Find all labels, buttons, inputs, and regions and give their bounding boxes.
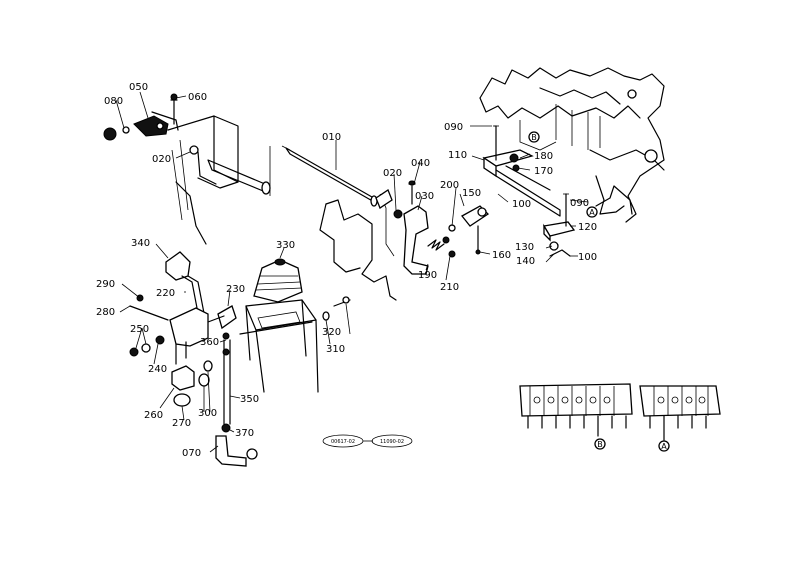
label-290: 290: [96, 279, 115, 290]
label-190: 190: [418, 270, 437, 281]
label-150: 150: [462, 188, 481, 199]
label-070: 070: [182, 448, 201, 459]
upper-left-bracket-assembly: [103, 93, 271, 245]
label-360: 360: [200, 337, 219, 348]
label-010: 010: [322, 132, 341, 143]
label-060: 060: [188, 92, 207, 103]
label-080: 080: [104, 96, 123, 107]
label-020-middle: 020: [383, 168, 402, 179]
label-030: 030: [415, 191, 434, 202]
label-200: 200: [440, 180, 459, 191]
callout-a-upper: A: [589, 208, 595, 217]
valve-housing-outline: [479, 67, 665, 223]
label-100-upper: 100: [512, 199, 531, 210]
label-250: 250: [130, 324, 149, 335]
label-100-lower: 100: [578, 252, 597, 263]
callout-a-lower: A: [661, 442, 667, 451]
label-110: 110: [448, 150, 467, 161]
rod-010: [269, 145, 378, 207]
label-090-upper: 090: [444, 122, 463, 133]
label-020-left: 020: [152, 154, 171, 165]
label-170: 170: [534, 166, 553, 177]
label-130: 130: [515, 242, 534, 253]
label-340: 340: [131, 238, 150, 249]
label-320: 320: [322, 327, 341, 338]
reference-code-left: 00617-02: [331, 439, 355, 445]
reference-codes: 00617-02 11090-02: [322, 434, 413, 448]
middle-bracket: [319, 180, 490, 301]
leader-lines: [115, 91, 589, 453]
label-120: 120: [578, 222, 597, 233]
label-270: 270: [172, 418, 191, 429]
label-160: 160: [492, 250, 511, 261]
label-300: 300: [198, 408, 217, 419]
label-310: 310: [326, 344, 345, 355]
lower-lever-assembly: [129, 251, 258, 467]
label-220: 220: [156, 288, 175, 299]
link-assembly-100: B A: [482, 125, 633, 257]
reference-code-right: 11090-02: [380, 439, 404, 445]
label-230: 230: [226, 284, 245, 295]
label-180: 180: [534, 151, 553, 162]
callout-b-upper: B: [531, 133, 537, 142]
label-370: 370: [235, 428, 254, 439]
callout-b-lower: B: [597, 440, 603, 449]
part-labels: 050 060 080 020 010 020 040 030 090 110 …: [96, 82, 597, 459]
label-240: 240: [148, 364, 167, 375]
label-260: 260: [144, 410, 163, 421]
label-210: 210: [440, 282, 459, 293]
label-050: 050: [129, 82, 148, 93]
label-040: 040: [411, 158, 430, 169]
label-090-lower: 090: [570, 198, 589, 209]
console-and-boot: [239, 258, 351, 393]
control-valve-block: B A: [519, 383, 721, 452]
label-140: 140: [516, 256, 535, 267]
label-280: 280: [96, 307, 115, 318]
label-330: 330: [276, 240, 295, 251]
label-350: 350: [240, 394, 259, 405]
